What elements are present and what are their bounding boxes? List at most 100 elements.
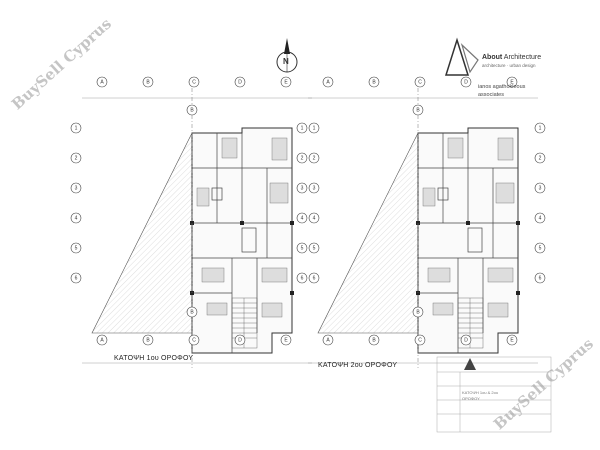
grid-letter-bottom-p1-0-circle (96, 334, 108, 346)
grid-number-left-p2-4-circle (296, 242, 308, 254)
floor-plan-2 (307, 87, 539, 369)
grid-letter-top-p2-0-circle (322, 76, 334, 88)
floor-plan-1 (81, 87, 313, 369)
grid-number-left-p2-3-label: 4 (301, 216, 304, 222)
section-mark-top-p2-label: B (416, 108, 420, 114)
grid-number-left-p1-0-label: 1 (75, 126, 78, 132)
grid-number-right-p2-4-label: 5 (539, 246, 542, 252)
grid-letter-bottom-p2-4-label: E (510, 338, 514, 344)
grid-number-right-p1-1-label: 2 (313, 156, 316, 162)
grid-number-right-p2-1-label: 2 (539, 156, 542, 162)
grid-number-right-p1-0-label: 1 (313, 126, 316, 132)
grid-number-left-p1-3-circle (70, 212, 82, 224)
grid-letter-bottom-p1-1-label: B (146, 338, 150, 344)
section-mark-top-p2-circle (412, 104, 424, 116)
grid-letter-bottom-p1-4-label: E (284, 338, 288, 344)
grid-number-left-p1-4-circle (70, 242, 82, 254)
north-letter: N (283, 57, 289, 66)
grid-number-right-p2-4-circle (534, 242, 546, 254)
brand-tagline: architecture · urban design (482, 63, 536, 68)
grid-letter-top-p1-3-label: D (238, 80, 242, 86)
about-architecture-logo-icon (444, 37, 479, 76)
grid-number-right-p2-5-label: 6 (539, 276, 542, 282)
grid-number-right-p1-4-label: 5 (313, 246, 316, 252)
grid-number-left-p1-2-circle (70, 182, 82, 194)
brand-name: About Architecture (482, 54, 541, 61)
grid-letter-top-p1-0-circle (96, 76, 108, 88)
grid-letter-top-p2-2-circle (414, 76, 426, 88)
grid-number-left-p2-1-label: 2 (301, 156, 304, 162)
brand-name-part1: About (482, 54, 503, 61)
associates-line2: associates (478, 92, 504, 98)
grid-number-right-p2-3-label: 4 (539, 216, 542, 222)
grid-number-left-p1-1-circle (70, 152, 82, 164)
grid-number-left-p1-5-circle (70, 272, 82, 284)
section-mark-bottom-p2-circle (412, 306, 424, 318)
grid-letter-top-p1-2-circle (188, 76, 200, 88)
grid-number-right-p1-0-circle (308, 122, 320, 134)
grid-number-right-p1-2-circle (308, 182, 320, 194)
grid-letter-bottom-p2-0-label: A (326, 338, 330, 344)
grid-number-left-p2-2-circle (296, 182, 308, 194)
north-arrow-icon (276, 38, 298, 73)
grid-number-right-p2-0-label: 1 (539, 126, 542, 132)
grid-letter-bottom-p2-3-circle (460, 334, 472, 346)
grid-letter-top-p2-0-label: A (326, 80, 330, 86)
grid-number-left-p2-5-label: 6 (301, 276, 304, 282)
grid-letter-bottom-p2-0-circle (322, 334, 334, 346)
grid-number-left-p2-5-circle (296, 272, 308, 284)
grid-letter-bottom-p2-4-circle (506, 334, 518, 346)
title-block-title-line2: ΟΡΟΦΟΥ (462, 396, 480, 401)
grid-number-right-p2-2-circle (534, 182, 546, 194)
grid-letter-top-p1-3-circle (234, 76, 246, 88)
grid-letter-top-p1-4-label: E (284, 80, 288, 86)
brand-name-part2: Architecture (502, 54, 542, 61)
grid-number-left-p2-0-label: 1 (301, 126, 304, 132)
grid-number-right-p2-0-circle (534, 122, 546, 134)
grid-number-left-p1-2-label: 3 (75, 186, 78, 192)
title-block-title-line1: ΚΑΤΟΨΗ 1ου & 2ου (462, 390, 499, 395)
plan-title-2: ΚΑΤΟΨΗ 2ου ΟΡΟΦΟΥ (318, 362, 398, 369)
grid-letter-bottom-p1-0-label: A (100, 338, 104, 344)
grid-letter-top-p2-3-label: D (464, 80, 468, 86)
grid-number-right-p2-5-circle (534, 272, 546, 284)
grid-number-right-p1-5-circle (308, 272, 320, 284)
grid-number-right-p2-2-label: 3 (539, 186, 542, 192)
plan-title-1: ΚΑΤΟΨΗ 1ου ΟΡΟΦΟΥ (114, 355, 194, 362)
grid-letter-bottom-p1-4-circle (280, 334, 292, 346)
grid-letter-top-p1-1-circle (142, 76, 154, 88)
grid-number-left-p2-2-label: 3 (301, 186, 304, 192)
grid-number-left-p1-5-label: 6 (75, 276, 78, 282)
grid-number-left-p1-1-label: 2 (75, 156, 78, 162)
grid-number-left-p2-1-circle (296, 152, 308, 164)
grid-number-left-p2-0-circle (296, 122, 308, 134)
grid-number-right-p1-1-circle (308, 152, 320, 164)
grid-number-left-p1-0-circle (70, 122, 82, 134)
title-block-small-logo-icon (464, 358, 476, 370)
grid-letter-top-p2-1-label: B (372, 80, 376, 86)
grid-letter-top-p1-0-label: A (100, 80, 104, 86)
grid-number-left-p2-4-label: 5 (301, 246, 304, 252)
grid-number-right-p1-5-label: 6 (313, 276, 316, 282)
section-mark-bottom-p2-label: B (416, 310, 420, 316)
grid-number-right-p1-2-label: 3 (313, 186, 316, 192)
grid-number-left-p2-3-circle (296, 212, 308, 224)
grid-letter-bottom-p2-1-label: B (372, 338, 376, 344)
grid-letter-bottom-p1-2-circle (188, 334, 200, 346)
grid-letter-bottom-p2-1-circle (368, 334, 380, 346)
grid-number-left-p1-4-label: 5 (75, 246, 78, 252)
section-mark-bottom-p1-circle (186, 306, 198, 318)
grid-number-right-p2-3-circle (534, 212, 546, 224)
section-mark-bottom-p1-label: B (190, 310, 194, 316)
section-mark-top-p1-label: B (190, 108, 194, 114)
grid-number-right-p1-4-circle (308, 242, 320, 254)
grid-letter-bottom-p1-3-circle (234, 334, 246, 346)
grid-letter-top-p2-3-circle (460, 76, 472, 88)
grid-letter-top-p2-1-circle (368, 76, 380, 88)
grid-number-right-p2-1-circle (534, 152, 546, 164)
grid-letter-bottom-p1-1-circle (142, 334, 154, 346)
grid-letter-top-p1-4-circle (280, 76, 292, 88)
grid-letter-top-p2-4-label: E (510, 80, 514, 86)
grid-number-right-p1-3-circle (308, 212, 320, 224)
